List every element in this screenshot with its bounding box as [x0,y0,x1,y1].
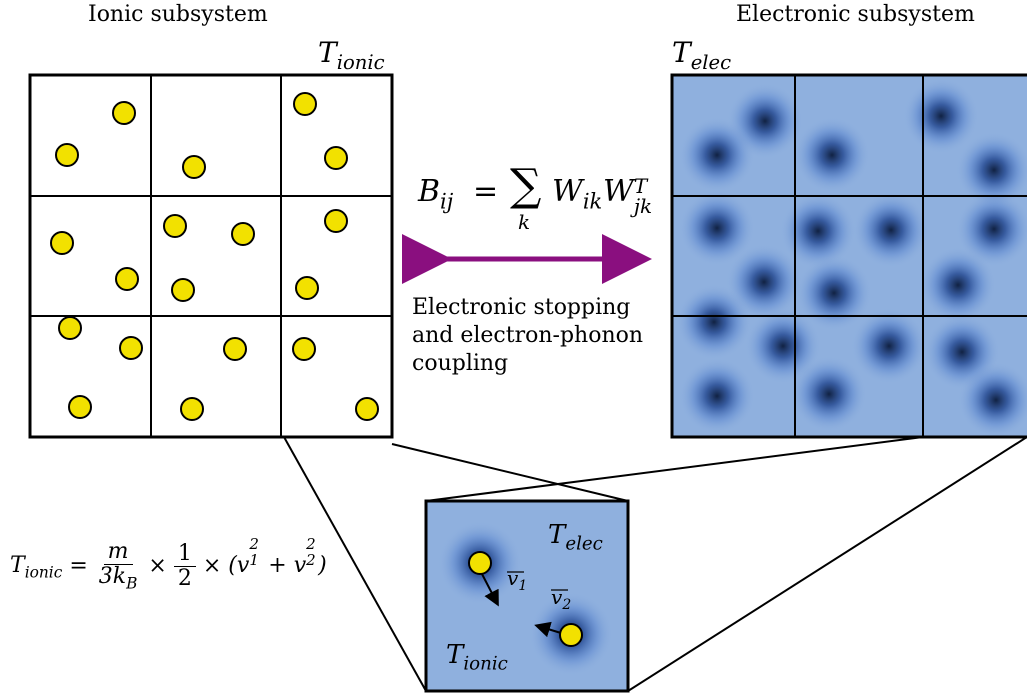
electron-density [676,284,752,360]
electron-density [956,132,1027,208]
ion [324,146,348,170]
ion [115,267,139,291]
ionic-subsystem-title: Ionic subsystem [88,2,268,27]
ion [324,209,348,233]
ion [50,231,74,255]
ion [163,214,187,238]
velocity-label-2: v2 [551,585,572,613]
zoom-electronic-temperature-label: Telec [548,520,603,555]
electron-density [851,308,927,384]
ion [55,143,79,167]
ionic-temperature-label: Tionic [318,36,385,74]
zoom-line [425,436,924,502]
ion [292,337,316,361]
ion [171,278,195,302]
ion [182,155,206,179]
ion [295,276,319,300]
electronic-temperature-label: Telec [672,36,732,74]
electron-density [903,78,979,154]
ionic-grid-border [28,73,394,439]
electronic-grid [670,73,1027,439]
electronic-grid-border [670,73,1027,439]
zoom-ion-1 [468,551,492,575]
zoom-ion-2 [559,623,583,647]
ion [68,395,92,419]
electronic-subsystem-title: Electronic subsystem [736,2,975,27]
velocity-label-1: v1 [507,566,528,594]
coupling-description: Electronic stopping and electron-phonon … [412,295,644,376]
ion [112,101,136,125]
ions-group [50,92,379,421]
ionic-grid [28,73,394,439]
zoomed-cell [424,499,630,693]
zoom-line [283,436,427,692]
ion [223,337,247,361]
electron-density [780,193,856,269]
zoom-ionic-temperature-label: Tionic [446,640,508,675]
electron-density [679,358,755,434]
electron-density [679,117,755,193]
electron-density [796,255,872,331]
electron-density [794,117,870,193]
zoomed-cell-border [424,499,630,693]
ion [355,397,379,421]
zoom-line [627,436,1027,692]
electron-density-group [676,78,1027,437]
ion [180,397,204,421]
ion [58,316,82,340]
ion [293,92,317,116]
velocity-arrow-2 [534,621,562,638]
electron-density [920,247,996,323]
zoom-line [391,443,629,502]
electron-density [745,308,821,384]
electron-density [679,190,755,266]
ion [231,222,255,246]
electron-density [853,192,929,268]
electron-density [791,356,867,432]
electron-density [956,191,1027,267]
ion [119,336,143,360]
electron-density [958,362,1027,437]
velocity-arrow-1 [481,573,499,607]
